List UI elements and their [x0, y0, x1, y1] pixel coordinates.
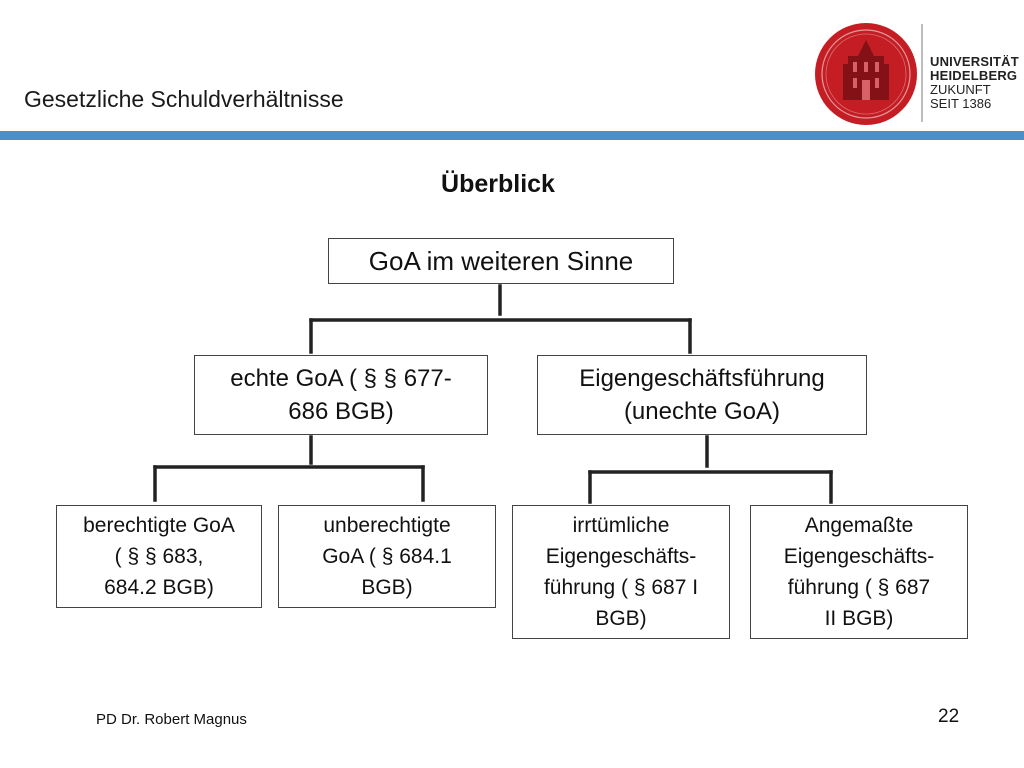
- node-text-line: BGB): [595, 607, 647, 630]
- slide-title: Überblick: [441, 170, 555, 198]
- header-title: Gesetzliche Schuldverhältnisse: [24, 86, 344, 112]
- logo-line-3: ZUKUNFT: [930, 82, 991, 97]
- node-unberechtigte-goa: unberechtigte GoA ( § 684.1 BGB): [278, 505, 496, 608]
- logo-line-4: SEIT 1386: [930, 96, 992, 111]
- node-text-line: II BGB): [824, 607, 894, 630]
- node-irrtuemliche-eigengeschaeftsfuehrung: irrtümliche Eigengeschäfts- führung ( § …: [512, 505, 730, 639]
- node-berechtigte-goa: berechtigte GoA ( § § 683, 684.2 BGB): [56, 505, 262, 608]
- node-echte-goa: echte GoA ( § § 677- 686 BGB): [194, 355, 488, 435]
- node-text-line: unberechtigte: [323, 514, 451, 537]
- node-text-line: 686 BGB): [288, 398, 394, 425]
- node-text-line: führung ( § 687 I: [543, 576, 699, 599]
- node-text-line: 684.2 BGB): [104, 576, 214, 599]
- logo-line-1: UNIVERSITÄT: [930, 54, 1019, 69]
- node-text-line: GoA ( § 684.1: [322, 545, 452, 568]
- university-seal-icon: [815, 23, 917, 125]
- node-text-line: Eigengeschäfts-: [545, 545, 697, 568]
- node-text-line: führung ( § 687: [787, 576, 931, 599]
- node-text-line: Angemaßte: [804, 514, 914, 537]
- logo-divider: [921, 24, 923, 122]
- node-text-line: BGB): [361, 576, 413, 599]
- node-text-line: (unechte GoA): [623, 398, 781, 425]
- node-text-line: ( § § 683,: [114, 545, 204, 568]
- node-goa-im-weiteren-sinne: GoA im weiteren Sinne: [328, 238, 674, 284]
- node-text-line: GoA im weiteren Sinne: [368, 245, 634, 276]
- node-text-line: irrtümliche: [572, 514, 670, 537]
- node-eigengeschaeftsfuehrung: Eigengeschäftsführung (unechte GoA): [537, 355, 867, 435]
- node-text-line: berechtigte GoA: [83, 514, 235, 537]
- university-logo-text: UNIVERSITÄT HEIDELBERG ZUKUNFT SEIT 1386: [930, 55, 1019, 111]
- node-text-line: echte GoA ( § § 677-: [230, 365, 452, 392]
- footer-author: PD Dr. Robert Magnus: [96, 711, 247, 728]
- node-text-line: Eigengeschäfts-: [783, 545, 935, 568]
- node-text-line: Eigengeschäftsführung: [579, 365, 825, 392]
- page-number: 22: [938, 706, 960, 727]
- logo-line-2: HEIDELBERG: [930, 68, 1018, 83]
- header-bar: [0, 131, 1024, 140]
- node-angemasste-eigengeschaeftsfuehrung: Angemaßte Eigengeschäfts- führung ( § 68…: [750, 505, 968, 639]
